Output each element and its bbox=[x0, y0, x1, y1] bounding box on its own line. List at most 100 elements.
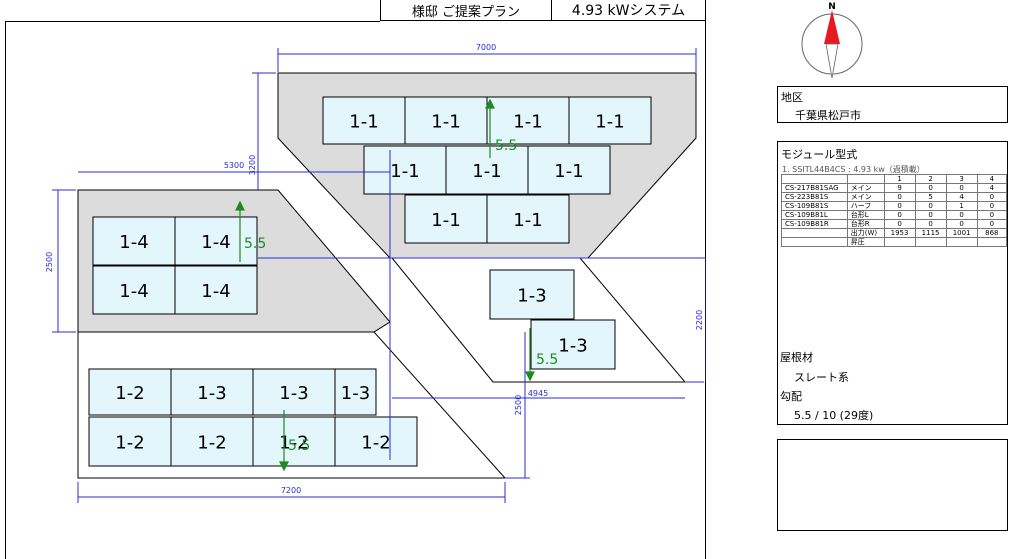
module-table-cell: 2 bbox=[914, 174, 947, 184]
module-table-cell: 0 bbox=[945, 219, 978, 229]
module-table-cell: CS-109B81R bbox=[781, 219, 848, 229]
region-box: 地区 千葉県松戸市 bbox=[777, 86, 1008, 123]
module-table-cell: 出力(W) bbox=[846, 228, 885, 238]
panel-label: 1-2 bbox=[279, 433, 308, 454]
module-table-cell: CS-217B81SAG bbox=[781, 183, 848, 193]
dim-bottom-width: 4945 bbox=[528, 389, 548, 398]
panel-label: 1-4 bbox=[119, 232, 148, 253]
solar-panel bbox=[530, 319, 616, 370]
module-table-cell bbox=[781, 237, 848, 247]
roof-material-value: スレート系 bbox=[794, 371, 849, 384]
module-table-cell bbox=[914, 237, 947, 247]
pitch-label-bottom: 5.5 bbox=[288, 438, 310, 454]
module-table-cell: 0 bbox=[883, 192, 916, 202]
panel-label: 1-1 bbox=[554, 161, 583, 182]
module-table-cell: 0 bbox=[976, 219, 1008, 229]
module-table-cell: 1115 bbox=[914, 228, 947, 238]
panel-label: 1-1 bbox=[431, 112, 460, 133]
solar-panel bbox=[363, 145, 447, 195]
panel-label: 1-2 bbox=[361, 433, 390, 454]
module-table-cell: 台形L bbox=[846, 210, 885, 220]
plan-title: 様邸 ご提案プラン bbox=[411, 4, 521, 20]
system-size: 4.93 kWシステム bbox=[571, 3, 686, 19]
module-table-cell: 昇圧 bbox=[846, 237, 885, 247]
dim-right-height: 2200 bbox=[695, 310, 704, 330]
region-heading: 地区 bbox=[781, 91, 803, 104]
roof-material-heading: 屋根材 bbox=[780, 351, 813, 364]
panel-label: 1-1 bbox=[513, 210, 542, 231]
module-table-cell: 0 bbox=[914, 210, 947, 220]
module-table-cell bbox=[781, 174, 848, 184]
dim-base-width: 7200 bbox=[281, 486, 301, 495]
solar-panel bbox=[486, 96, 570, 145]
module-table-cell: 0 bbox=[883, 201, 916, 211]
solar-panel bbox=[568, 96, 652, 145]
panel-label: 1-1 bbox=[595, 112, 624, 133]
module-table-cell: 0 bbox=[945, 210, 978, 220]
module-table-cell: 4 bbox=[976, 174, 1008, 184]
panel-label: 1-1 bbox=[513, 112, 542, 133]
module-table-cell: CS-109B81L bbox=[781, 210, 848, 220]
pitch-label-right: 5.5 bbox=[536, 352, 558, 368]
dim-top-height: 3200 bbox=[248, 155, 257, 175]
panel-label: 1-3 bbox=[341, 383, 370, 404]
module-table-cell: 5 bbox=[914, 192, 947, 202]
module-subtitle: 1. SSITL44B4CS : 4.93 kw（過積載） bbox=[782, 165, 925, 174]
module-table-cell bbox=[781, 228, 848, 238]
roof-pitch-heading: 勾配 bbox=[780, 390, 802, 403]
page-frame-top bbox=[5, 21, 380, 22]
panel-label: 1-3 bbox=[197, 383, 226, 404]
solar-panel bbox=[322, 96, 406, 145]
module-table-cell: 1953 bbox=[883, 228, 916, 238]
module-table-cell bbox=[846, 174, 885, 184]
module-table-cell: 0 bbox=[914, 183, 947, 193]
module-table-cell: 0 bbox=[976, 210, 1008, 220]
module-table-cell: 台形R bbox=[846, 219, 885, 229]
roof-pitch-value: 5.5 / 10 (29度) bbox=[794, 409, 874, 422]
notes-box bbox=[777, 439, 1008, 531]
solar-panel bbox=[486, 194, 570, 244]
region-value: 千葉県松戸市 bbox=[795, 109, 861, 122]
module-table-cell: 4 bbox=[976, 183, 1008, 193]
panel-label: 1-2 bbox=[115, 383, 144, 404]
solar-panel bbox=[92, 265, 176, 315]
solar-panel bbox=[252, 368, 336, 416]
module-table-cell: 0 bbox=[883, 219, 916, 229]
panel-label: 1-4 bbox=[201, 281, 230, 302]
compass: N bbox=[801, 2, 863, 79]
solar-panel bbox=[334, 416, 418, 467]
dim-mid-width: 5300 bbox=[224, 161, 244, 170]
solar-panel bbox=[88, 416, 172, 467]
module-table-cell: 4 bbox=[945, 192, 978, 202]
compass-needle-north bbox=[824, 10, 840, 44]
panel-label: 1-4 bbox=[201, 232, 230, 253]
panel-label: 1-4 bbox=[119, 281, 148, 302]
module-table-cell: CS-109B81S bbox=[781, 201, 848, 211]
compass-needle-south bbox=[825, 43, 839, 79]
pitch-label-top: 5.5 bbox=[495, 138, 517, 154]
solar-panel bbox=[404, 96, 488, 145]
module-table-cell: 868 bbox=[976, 228, 1008, 238]
module-table-cell: 1 bbox=[883, 174, 916, 184]
dim-top-width: 7000 bbox=[476, 43, 496, 52]
module-table-cell bbox=[976, 237, 1008, 247]
module-heading: モジュール型式 bbox=[781, 148, 858, 161]
module-table-cell: 0 bbox=[883, 210, 916, 220]
solar-panel bbox=[252, 416, 336, 467]
panel-label: 1-1 bbox=[390, 161, 419, 182]
panel-label: 1-1 bbox=[472, 161, 501, 182]
solar-panel bbox=[88, 368, 172, 416]
module-table-cell: CS-223B81S bbox=[781, 192, 848, 202]
solar-panel bbox=[170, 416, 254, 467]
dim-left-height: 2500 bbox=[45, 252, 54, 272]
